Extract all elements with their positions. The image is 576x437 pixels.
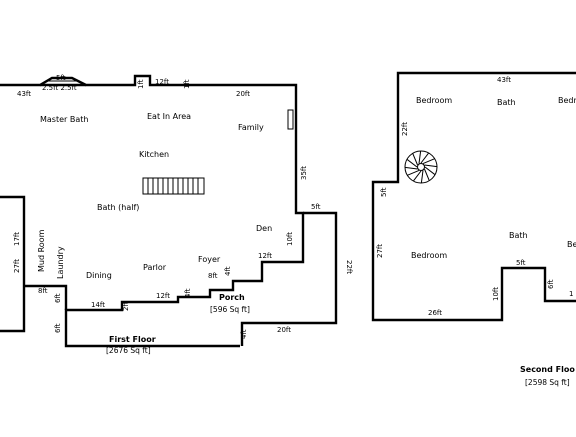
spiral-spoke: [424, 168, 430, 181]
sf-dim-5ft-left: 5ft: [380, 187, 388, 197]
sf-dim-43ft: 43ft: [497, 76, 511, 84]
spiral-spoke: [412, 153, 418, 166]
spiral-stair-icon: [404, 150, 438, 184]
spiral-core: [417, 163, 425, 171]
room-kitchen: Kitchen: [139, 150, 169, 159]
dim-43ft: 43ft: [17, 90, 31, 98]
room-laundry: Laundry: [56, 246, 65, 279]
room-bedroom-main: Bedroom: [411, 251, 447, 260]
dim-35ft: 35ft: [300, 166, 308, 180]
room-mud-room: Mud Room: [37, 229, 46, 272]
spiral-spoke: [412, 170, 422, 182]
dim-5ft-right: 5ft: [311, 203, 321, 211]
dim-1ft-b: 1ft: [183, 79, 191, 89]
room-bath-top: Bath: [497, 98, 516, 107]
spiral-spoke: [404, 166, 418, 170]
spiral-spoke: [422, 158, 435, 164]
room-bedroom-top: Bedroom: [416, 96, 452, 105]
sf-dim-5ft-step: 5ft: [516, 259, 526, 267]
first-floor-outline: [0, 74, 305, 348]
porch-area: [596 Sq ft]: [210, 305, 250, 314]
dim-27ft: 27ft: [13, 259, 21, 273]
porch-dim-22ft: 22ft: [345, 260, 353, 274]
porch-dim-20ft: 20ft: [277, 326, 291, 334]
first-floor-caption: First Floor: [109, 335, 156, 344]
room-den: Den: [256, 224, 272, 233]
sf-dim-6ft: 6ft: [547, 279, 555, 289]
room-bath-half: Bath (half): [97, 203, 139, 212]
sf-dim-22ft: 22ft: [401, 122, 409, 136]
left-wing-outline: [0, 195, 26, 333]
room-parlor: Parlor: [143, 263, 167, 272]
porch-dim-4ft: 4ft: [240, 329, 248, 339]
dim-12ft-parlor: 12ft: [156, 292, 170, 300]
porch-caption: Porch: [219, 293, 245, 302]
room-master-bath: Master Bath: [40, 115, 88, 124]
second-floor-outline: [371, 71, 576, 322]
room-bedroom-right: Be: [567, 240, 576, 249]
dim-2-5ft-bay: 2.5ft 2.5ft: [42, 84, 77, 92]
door-mark: [287, 109, 294, 130]
porch-outline: [240, 211, 338, 346]
stairs-icon: [142, 177, 205, 195]
dim-14ft: 14ft: [91, 301, 105, 309]
spiral-spoke: [420, 170, 424, 184]
dim-1ft-a: 1ft: [137, 79, 145, 89]
spiral-spoke: [420, 152, 430, 164]
first-floor-area: [2676 Sq ft]: [106, 346, 151, 355]
second-floor-area: [2598 Sq ft]: [525, 378, 570, 387]
dim-5ft-bay: 5ft: [56, 74, 66, 82]
dim-4ft-foyer: 4ft: [224, 266, 232, 276]
sf-dim-26ft: 26ft: [428, 309, 442, 317]
room-bedroom-top-right: Bedr: [558, 96, 576, 105]
room-eat-in-area: Eat In Area: [147, 112, 191, 121]
dim-6ft-mud: 6ft: [54, 293, 62, 303]
mud-room-step: [24, 284, 68, 310]
room-foyer: Foyer: [198, 255, 221, 264]
dim-4ft-parlor: 4ft: [184, 288, 192, 298]
room-dining: Dining: [86, 271, 112, 280]
dim-10ft: 10ft: [286, 232, 294, 246]
sf-dim-27ft: 27ft: [376, 244, 384, 258]
spiral-spoke: [424, 166, 436, 176]
dim-12ft-den: 12ft: [258, 252, 272, 260]
sf-dim-10ft: 10ft: [492, 287, 500, 301]
spiral-spoke: [418, 150, 422, 164]
spiral-spoke: [424, 164, 438, 168]
room-bath-mid: Bath: [509, 231, 528, 240]
dim-12ft-top: 12ft: [155, 78, 169, 86]
spiral-spoke: [407, 170, 420, 176]
second-floor-caption: Second Floo: [520, 365, 575, 374]
spiral-spoke: [406, 158, 418, 168]
dim-6ft-low: 6ft: [54, 323, 62, 333]
dim-2ft: 2ft: [122, 301, 130, 311]
room-family: Family: [238, 123, 264, 132]
dim-8ft-mud: 8ft: [38, 287, 48, 295]
dim-8ft-foyer: 8ft: [208, 272, 218, 280]
dim-17ft: 17ft: [13, 232, 21, 246]
sf-dim-1-cut: 1: [569, 290, 573, 298]
dim-20ft-top: 20ft: [236, 90, 250, 98]
